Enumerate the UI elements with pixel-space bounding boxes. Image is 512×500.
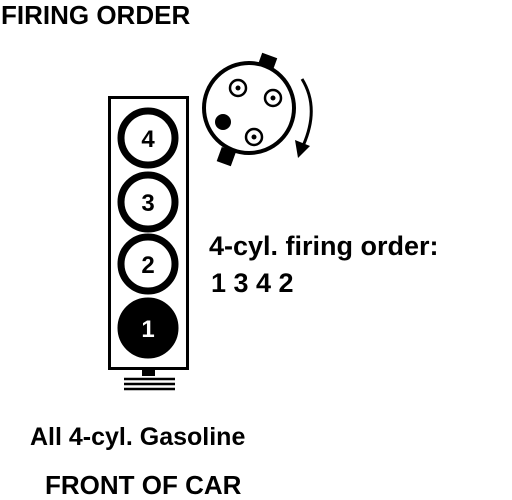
cylinder-1-circle: [117, 297, 179, 359]
crank-pulley-icon: [124, 368, 175, 391]
rotation-arrow-icon: [295, 78, 313, 158]
firing-order-sequence: 1 3 4 2: [211, 268, 294, 298]
cylinder-4: 4: [117, 107, 179, 169]
cylinder-1-label: 1: [141, 316, 154, 343]
front-of-car-label: FRONT OF CAR: [45, 470, 242, 500]
diagram-title: FIRING ORDER: [1, 0, 191, 30]
engine-note: All 4-cyl. Gasoline: [30, 423, 246, 451]
cylinder-4-circle: [117, 107, 179, 169]
cylinder-4-label: 4: [141, 126, 155, 153]
cylinder-3-label: 3: [141, 190, 154, 217]
cylinder-3-circle: [117, 171, 179, 233]
cylinder-2-label: 2: [141, 252, 154, 279]
cylinder-2-circle: [117, 233, 179, 295]
firing-order-label: 4-cyl. firing order:: [209, 231, 439, 261]
cylinder-3: 3: [117, 171, 179, 233]
cylinder-2: 2: [117, 233, 179, 295]
distributor-cap-icon: [202, 52, 296, 167]
cylinder-1: 1: [117, 297, 179, 359]
